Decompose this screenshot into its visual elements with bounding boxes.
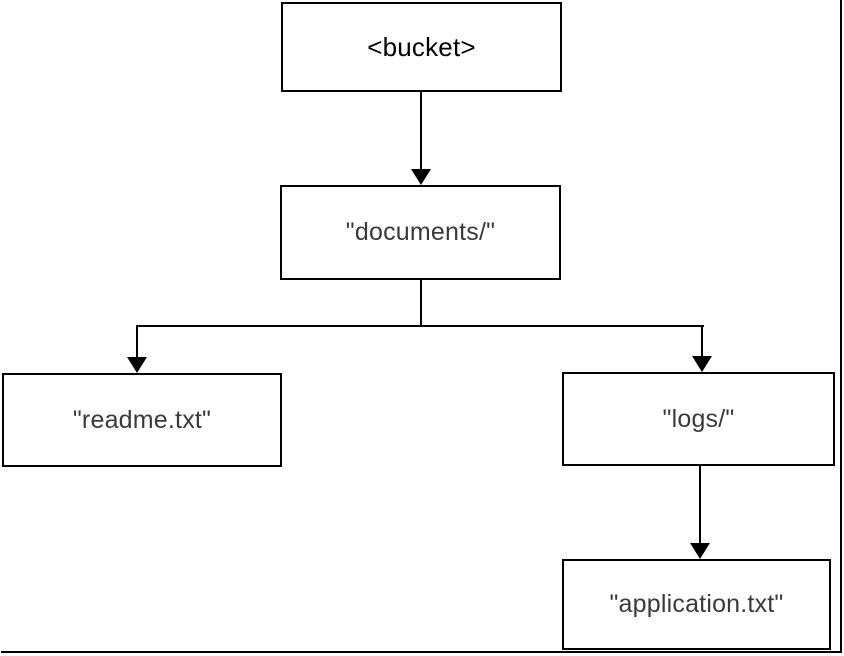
- image-edge-right: [840, 0, 842, 653]
- arrowhead-down-bucket-documents: [411, 169, 431, 185]
- connector-bucket-documents: [420, 92, 422, 170]
- arrowhead-down-logs-application: [690, 543, 710, 559]
- connector-logs-application: [699, 466, 701, 544]
- node-readme-label: "readme.txt": [72, 405, 212, 434]
- connector-branch-logs: [701, 325, 703, 357]
- node-bucket-label: <bucket>: [367, 31, 476, 62]
- connector-branch-horizontal: [136, 325, 704, 327]
- node-readme-file: "readme.txt": [2, 373, 282, 467]
- connector-branch-readme: [136, 325, 138, 358]
- connector-documents-branch-stub: [420, 280, 422, 327]
- arrowhead-down-documents-readme: [127, 357, 147, 373]
- image-edge-bottom: [1, 651, 842, 653]
- node-bucket: <bucket>: [281, 2, 562, 92]
- node-logs-label: "logs/": [662, 404, 735, 433]
- node-application-label: "application.txt": [609, 590, 784, 618]
- arrowhead-down-documents-logs: [692, 356, 712, 372]
- node-application-file: "application.txt": [562, 559, 831, 650]
- node-documents-prefix: "documents/": [280, 185, 561, 280]
- node-documents-label: "documents/": [345, 218, 496, 246]
- node-logs-prefix: "logs/": [562, 372, 835, 466]
